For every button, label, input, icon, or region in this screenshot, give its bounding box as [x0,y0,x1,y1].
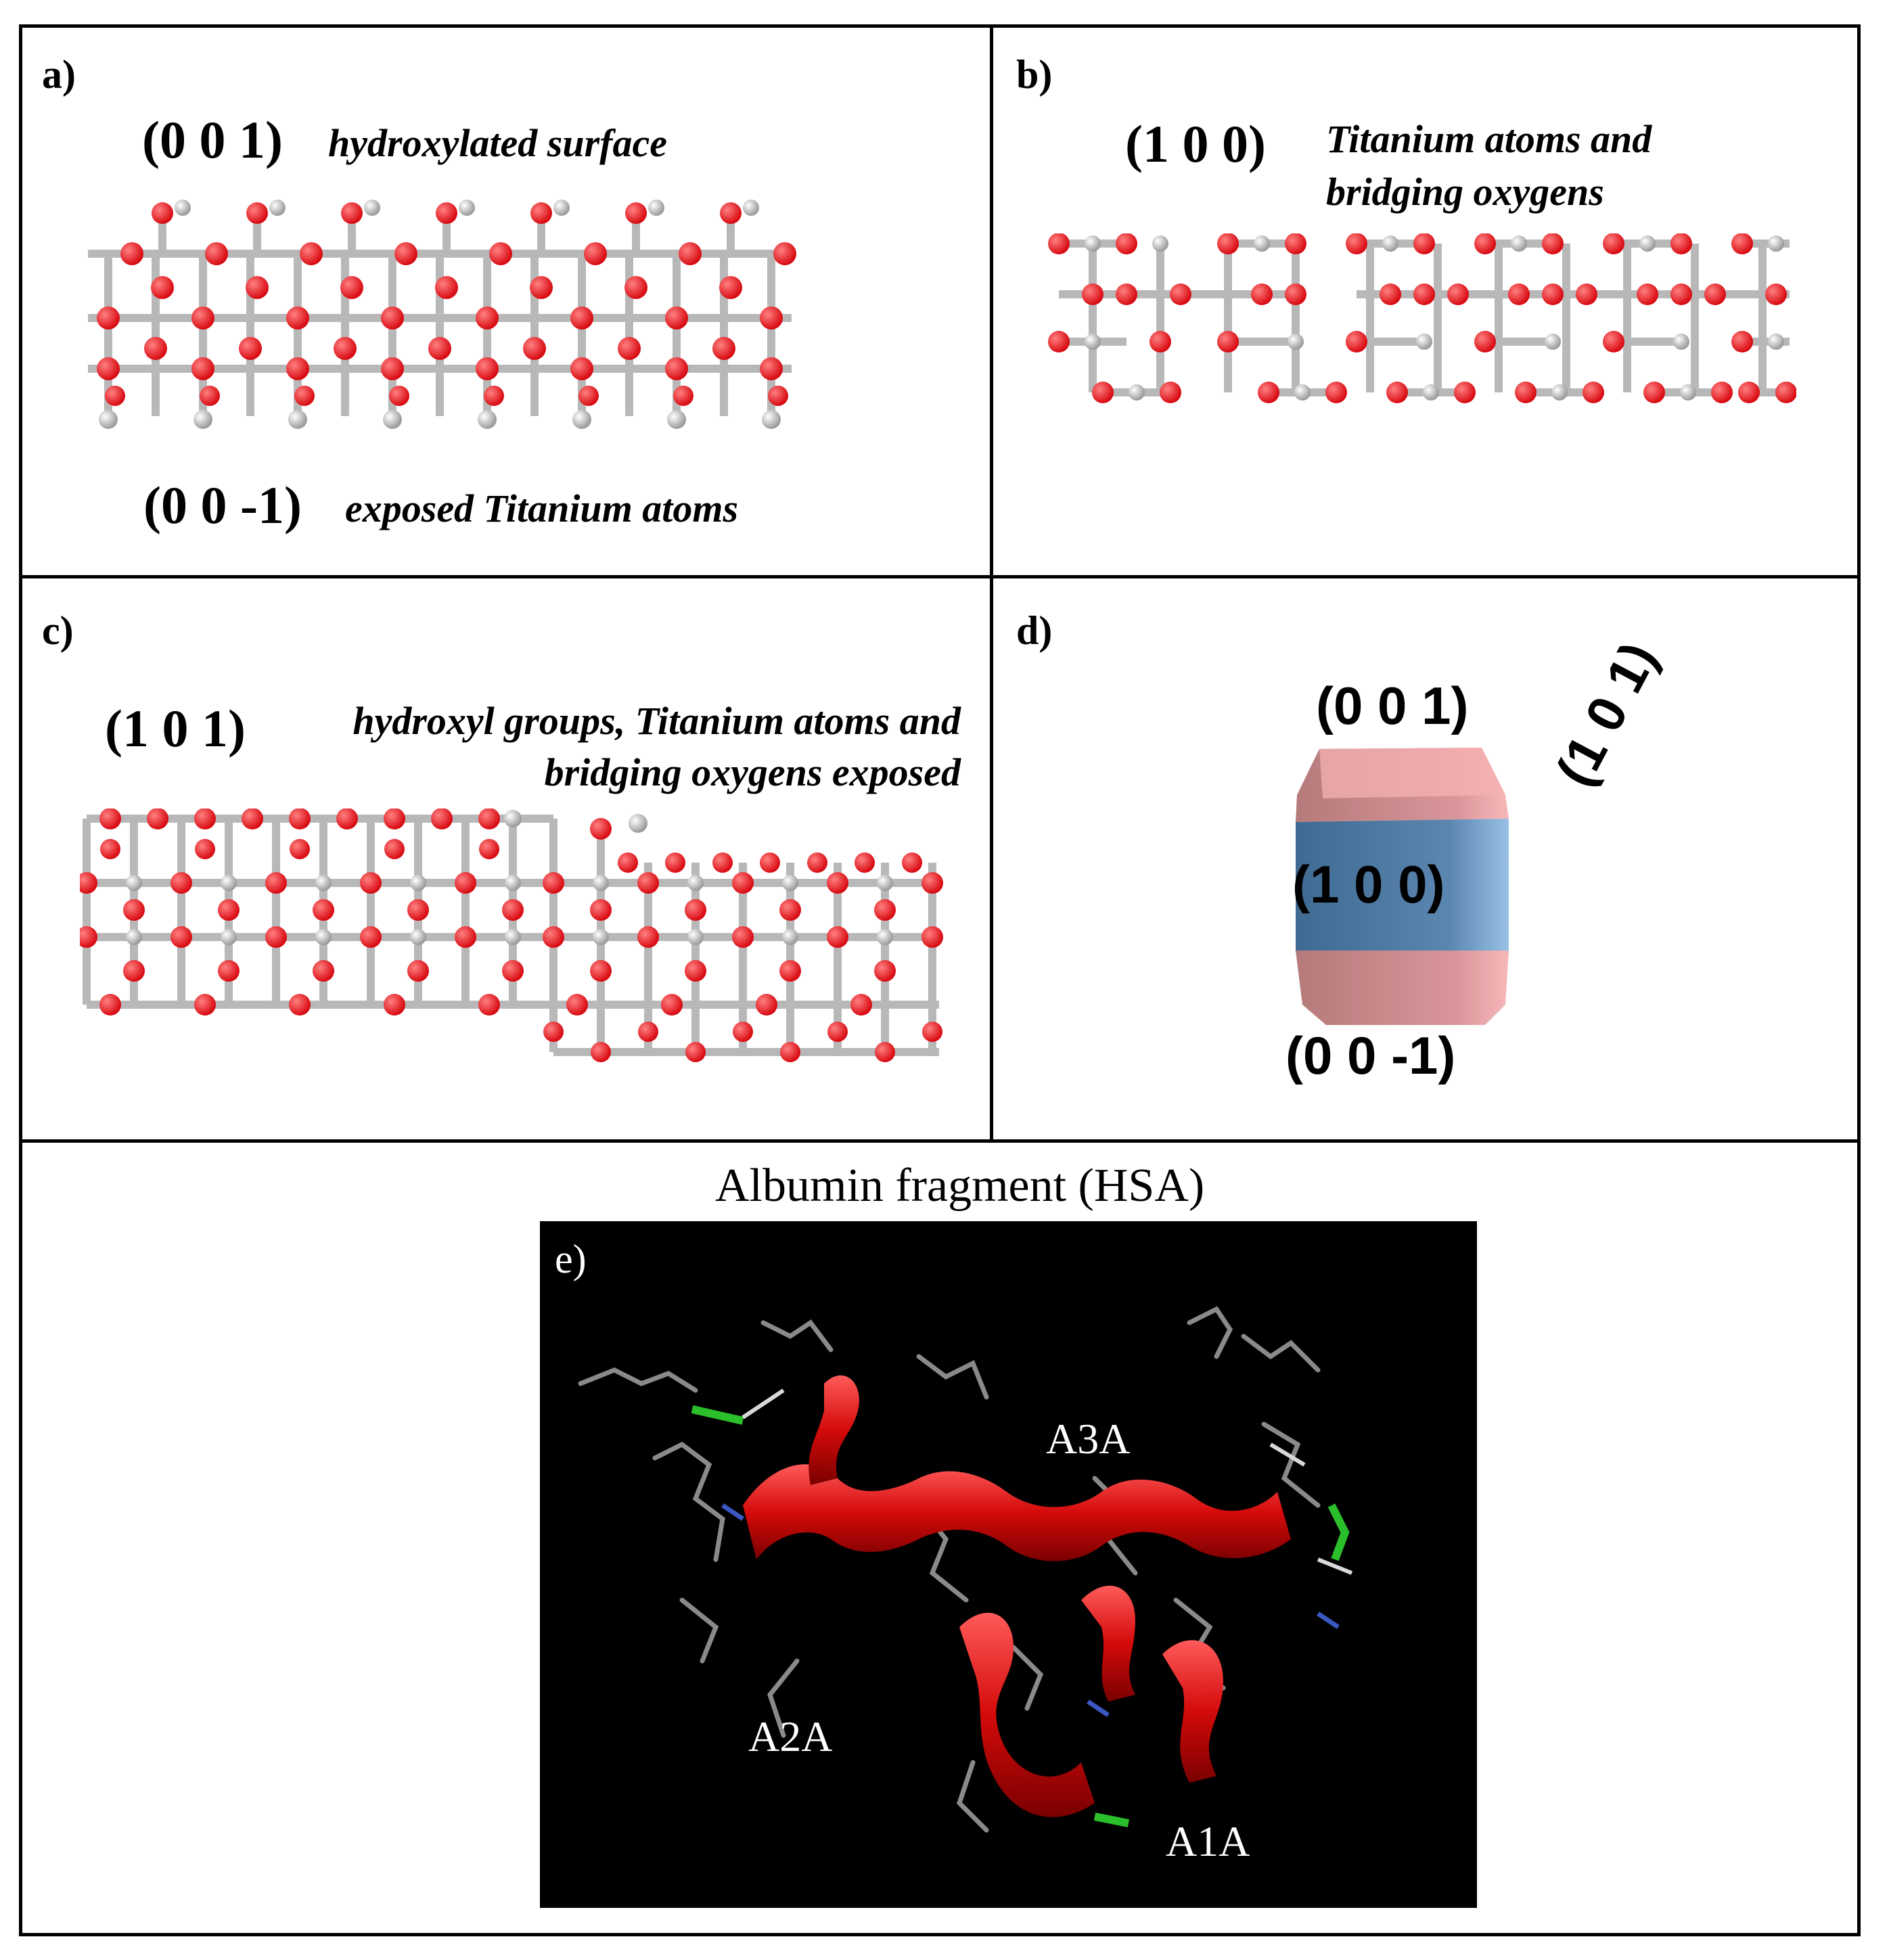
crystal-face-001-label: (0 0 1) [1316,676,1469,735]
crystal-shape [1296,748,1509,1025]
slab-001-structure [88,200,796,429]
panel-b-label: b) [1016,52,1053,97]
slab-100-structure [1048,233,1796,403]
panel-b-miller: (1 0 0) [1125,114,1266,173]
panel-a-bottom-miller: (0 0 -1) [143,476,302,534]
panel-c-caption-line1: hydroxyl groups, Titanium atoms and [352,699,961,743]
figure-frame [19,24,1861,1936]
panel-a-top-caption: hydroxylated surface [328,121,667,165]
crystal-face-100-label: (1 0 0) [1292,854,1445,914]
panel-c-caption-line2: bridging oxygens exposed [544,750,961,794]
panel-d-label: d) [1016,608,1053,653]
panel-c-miller: (1 0 1) [105,699,246,758]
panel-e-title: Albumin fragment (HSA) [715,1160,1205,1212]
region-a2a-label: A2A [748,1712,833,1760]
protein-image: e) [540,1221,1477,1908]
region-a3a-label: A3A [1046,1415,1131,1463]
divider-vertical [990,24,993,1141]
panel-c-label: c) [42,608,74,653]
panel-b-caption-line2: bridging oxygens [1326,170,1604,214]
divider-horizontal-2 [19,1139,1861,1143]
panel-a-bottom-caption: exposed Titanium atoms [345,486,739,530]
panel-b-caption-line1: Titanium atoms and [1326,117,1652,161]
panel-a-top-miller: (0 0 1) [142,110,283,169]
region-a1a-label: A1A [1166,1817,1250,1865]
slab-101-structure [80,808,943,1062]
panel-e-label: e) [555,1237,587,1281]
crystal-face-00-1-label: (0 0 -1) [1285,1026,1456,1085]
divider-horizontal-1 [19,575,1861,578]
panel-a-label: a) [42,52,76,97]
protein-ribbon [578,1306,1353,1833]
